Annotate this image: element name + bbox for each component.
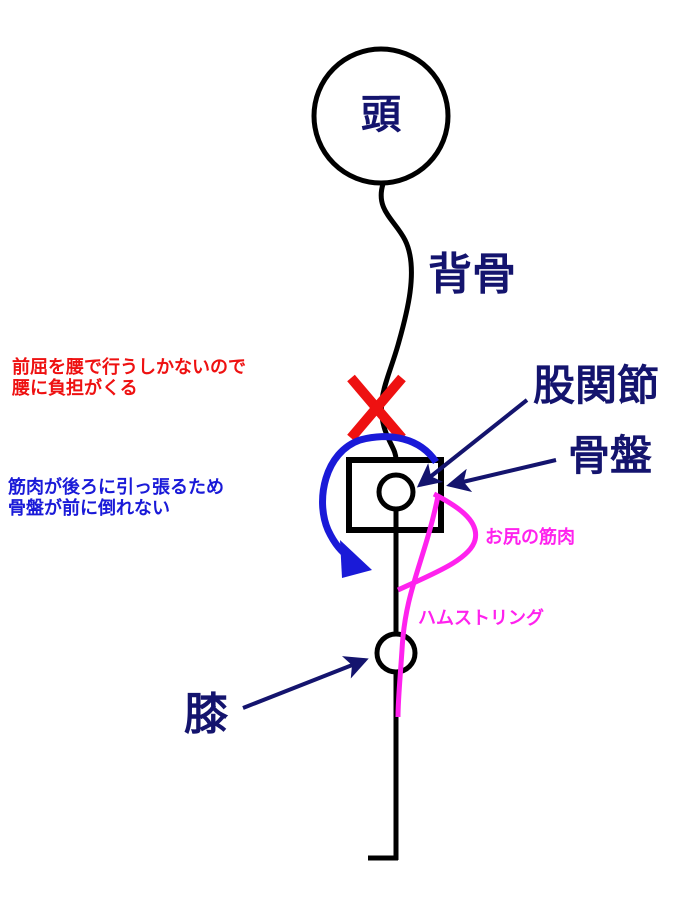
spine-label: 背骨 <box>428 249 516 300</box>
knee-circle <box>374 631 418 675</box>
glutes-label: お尻の筋肉 <box>485 527 575 548</box>
pelvis-arrow <box>446 458 557 493</box>
muscle-note-line-1: 筋肉が後ろに引っ張るため <box>8 477 224 498</box>
lumbar-note: 前屈を腰で行うしかないので 腰に負担がくる <box>12 357 246 399</box>
rotation-arrow <box>319 433 439 561</box>
hip-joint-circle <box>376 472 416 512</box>
hamstrings-label: ハムストリング <box>418 608 544 629</box>
glute-muscle <box>396 491 479 593</box>
muscle-note: 筋肉が後ろに引っ張るため 骨盤が前に倒れない <box>8 477 224 519</box>
lumbar-note-line-1: 前屈を腰で行うしかないので <box>12 357 246 378</box>
hamstring-muscle <box>395 495 441 718</box>
pelvis-label: 骨盤 <box>568 431 653 480</box>
knee-label: 膝 <box>184 689 228 740</box>
muscle-note-line-2: 骨盤が前に倒れない <box>8 497 170 519</box>
x-mark-icon <box>347 374 406 442</box>
hip-joint-label: 股関節 <box>533 361 660 410</box>
hip-joint-arrow <box>416 398 529 488</box>
lumbar-note-line-2: 腰に負担がくる <box>12 377 138 399</box>
head-circle <box>311 46 451 186</box>
head-label: 頭 <box>361 92 401 138</box>
knee-arrow <box>242 656 369 710</box>
rotation-arrowhead-icon <box>340 540 372 578</box>
